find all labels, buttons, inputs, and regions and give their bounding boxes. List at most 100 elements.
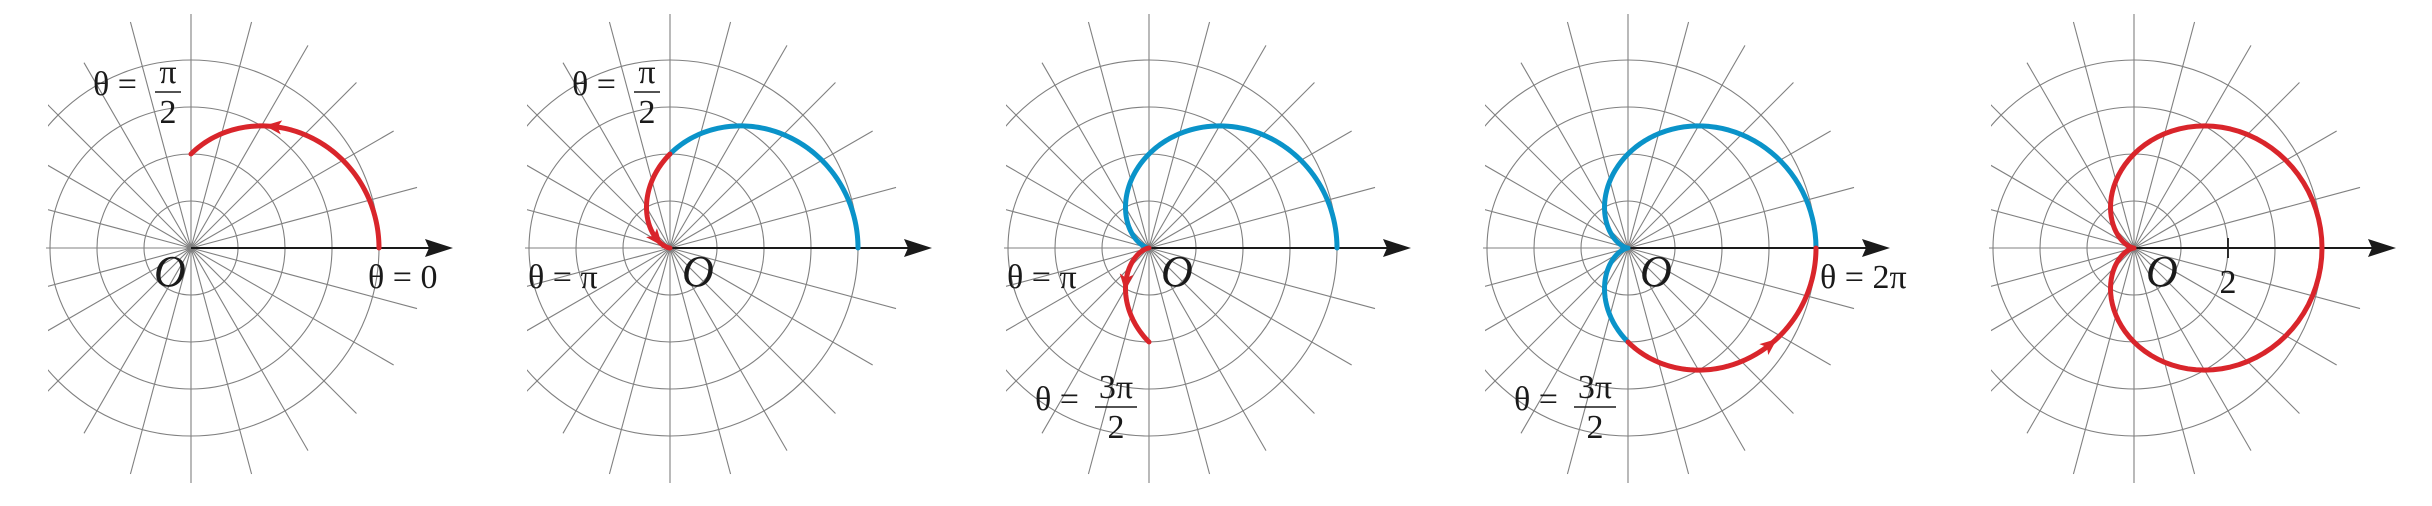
grid-ray: [527, 104, 671, 249]
grid-ray: [1991, 247, 2135, 332]
grid-ray: [1148, 82, 1315, 249]
current-curve-segment: [1123, 245, 1152, 345]
grid-ray: [527, 164, 671, 249]
grid-ray: [608, 21, 671, 249]
origin-label: O: [1640, 247, 1672, 296]
polar-panel-2: Oθ =π2θ = π: [525, 14, 932, 483]
current-curve-segment: [644, 151, 673, 251]
grid-ray: [2133, 247, 2252, 451]
theta-label: θ = 0: [368, 259, 437, 296]
fraction-denominator: 2: [1108, 409, 1125, 446]
fraction-denominator: 2: [1587, 409, 1604, 446]
polar-axis-arrow-icon: [2368, 239, 2396, 257]
grid-ray: [190, 247, 394, 366]
theta-fraction-label: θ =3π2: [1035, 369, 1137, 446]
grid-ray: [608, 247, 671, 475]
theta-fraction-label: θ = 3π2: [1514, 369, 1616, 446]
grid-ray: [1627, 247, 1794, 414]
grid-ray: [1627, 247, 1855, 310]
grid-ray: [1627, 186, 1855, 249]
grid-ray: [1991, 104, 2135, 249]
axis-tick-label: 2: [2220, 264, 2237, 301]
grid-ray: [1566, 21, 1629, 249]
grid-ray: [669, 45, 788, 249]
theta-fraction-label: θ =π2: [93, 54, 181, 131]
grid-ray: [2072, 247, 2135, 475]
grid-ray: [1485, 164, 1629, 249]
grid-ray: [1485, 104, 1629, 249]
grid-ray: [669, 247, 873, 366]
grid-ray: [190, 247, 253, 475]
traced-curve-segment: [1602, 123, 1819, 345]
grid-ray: [1006, 247, 1150, 332]
grid-ray: [2026, 62, 2135, 249]
polar-axis-arrow-icon: [1862, 239, 1890, 257]
grid-ray: [669, 186, 897, 249]
grid-ray: [1148, 247, 1352, 366]
grid-ray: [1627, 247, 1746, 451]
grid-ray: [1485, 247, 1629, 287]
grid-ray: [1087, 21, 1150, 249]
grid-ray: [1991, 209, 2135, 249]
grid-ray: [1006, 164, 1150, 249]
current-curve-segment: [1625, 245, 1819, 373]
theta-label-lhs: θ =: [572, 66, 616, 103]
grid-ray: [562, 62, 671, 249]
grid-ray: [1041, 62, 1150, 249]
origin-label: O: [2146, 247, 2178, 296]
current-curve-segment: [188, 123, 382, 251]
traced-curve-segment: [1123, 123, 1340, 251]
grid-ray: [48, 247, 192, 392]
grid-ray: [2133, 186, 2361, 249]
theta-label-lhs: θ =: [93, 66, 137, 103]
grid-ray: [190, 45, 309, 249]
grid-ray: [1148, 130, 1352, 249]
grid-ray: [669, 247, 732, 475]
direction-arrow-icon: [264, 120, 283, 135]
grid-ray: [527, 247, 671, 332]
grid-ray: [129, 247, 192, 475]
current-curve-segment: [2108, 123, 2325, 373]
origin-label: O: [1161, 247, 1193, 296]
polar-axis-arrow-icon: [425, 239, 453, 257]
grid-ray: [1148, 45, 1267, 249]
grid-ray: [48, 247, 192, 287]
grid-ray: [2026, 247, 2135, 434]
polar-axis-arrow-icon: [1383, 239, 1411, 257]
grid-ray: [1991, 247, 2135, 287]
grid-ray: [83, 62, 192, 249]
grid-ray: [48, 164, 192, 249]
grid-ray: [2133, 247, 2300, 414]
theta-label: θ = π: [528, 259, 598, 296]
grid-ray: [527, 247, 671, 287]
grid-ray: [2133, 45, 2252, 249]
grid-ray: [669, 247, 788, 451]
origin-label: O: [154, 247, 186, 296]
grid-ray: [83, 247, 192, 434]
grid-ray: [1006, 247, 1150, 287]
grid-ray: [1485, 247, 1629, 332]
theta-label-lhs: θ =: [1514, 381, 1558, 418]
grid-ray: [190, 247, 309, 451]
grid-ray: [669, 247, 897, 310]
grid-ray: [48, 247, 192, 332]
grid-ray: [1520, 247, 1629, 434]
grid-ray: [1148, 186, 1376, 249]
grid-ray: [1006, 104, 1150, 249]
grid-ray: [1485, 247, 1629, 392]
polar-axis-arrow-icon: [904, 239, 932, 257]
fraction-numerator: π: [159, 54, 176, 91]
theta-label: θ = π: [1007, 259, 1077, 296]
fraction-numerator: 3π: [1578, 369, 1612, 406]
grid-ray: [1627, 130, 1831, 249]
grid-ray: [1520, 62, 1629, 249]
grid-ray: [1148, 247, 1315, 414]
grid-ray: [190, 247, 418, 310]
grid-ray: [1627, 247, 1831, 366]
grid-ray: [2133, 247, 2337, 366]
grid-ray: [1148, 247, 1376, 310]
grid-ray: [2133, 82, 2300, 249]
